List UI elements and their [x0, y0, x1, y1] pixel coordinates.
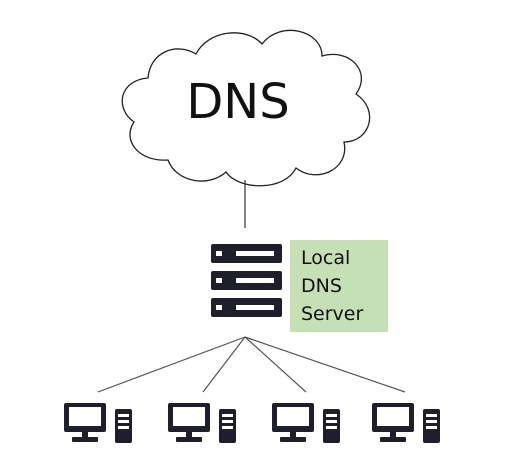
connector-client-1: [97, 336, 246, 393]
local-dns-server: Local DNS Server: [211, 240, 388, 332]
dns-cloud: DNS: [121, 29, 371, 187]
desktop-computer-icon: [168, 403, 236, 443]
desktop-computer-icon: [64, 403, 132, 443]
server-label-background: [290, 240, 388, 332]
cloud-label: DNS: [186, 74, 289, 130]
client-computer-3: [272, 403, 340, 443]
server-to-clients-connectors: [97, 336, 406, 393]
server-label-line-3: Server: [301, 303, 363, 325]
server-rack-icon: [211, 244, 282, 317]
connector-client-3: [244, 336, 307, 393]
client-computer-4: [372, 403, 440, 443]
client-computer-2: [168, 403, 236, 443]
connector-client-4: [244, 336, 406, 393]
cloud-icon: [121, 29, 371, 187]
server-label-line-1: Local: [301, 247, 350, 269]
connector-client-2: [202, 336, 246, 393]
desktop-computer-icon: [272, 403, 340, 443]
server-label-line-2: DNS: [301, 275, 342, 297]
desktop-computer-icon: [372, 403, 440, 443]
client-computer-1: [64, 403, 132, 443]
